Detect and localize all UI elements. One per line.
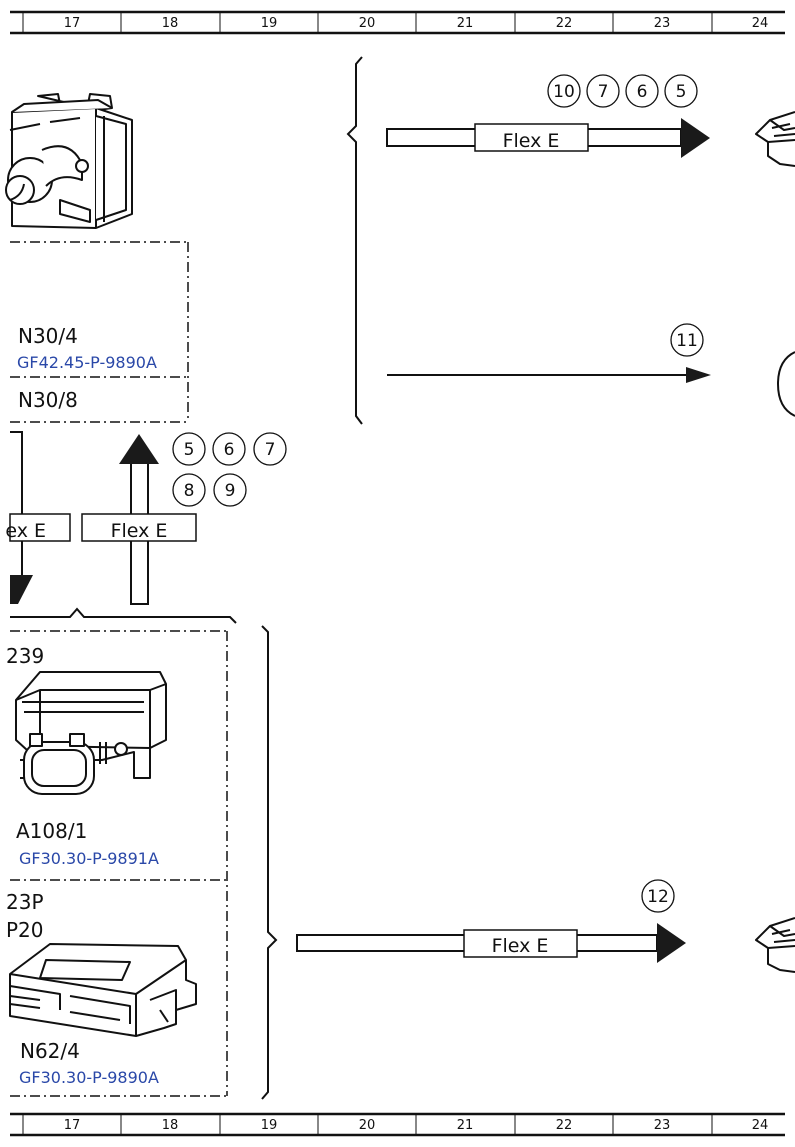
- component-code-a108-1: A108/1: [16, 819, 87, 843]
- marker-12: 12: [647, 887, 669, 907]
- flex-e-connection-bottom: Flex E: [296, 923, 686, 963]
- ruler-col-22-bottom: 22: [556, 1118, 573, 1133]
- flex-e-label-bottom: Flex E: [492, 935, 549, 957]
- lower-module-box: [10, 630, 228, 1097]
- device-partial-mid-right: [776, 351, 795, 417]
- marker-9-left: 9: [225, 481, 236, 501]
- component-code-partial-239: 239: [6, 644, 44, 668]
- marker-8-left: 8: [184, 481, 195, 501]
- flex-e-label-partial: ex E: [5, 520, 46, 542]
- marker-circle-12: [641, 879, 675, 913]
- marker-10: 10: [553, 82, 575, 102]
- ruler-col-18: 18: [162, 16, 179, 31]
- ruler-col-23: 23: [654, 16, 671, 31]
- thin-connection-11: [387, 367, 711, 383]
- ruler-col-17: 17: [64, 16, 81, 31]
- flex-e-connection-up: Flex E: [81, 434, 197, 605]
- ruler-col-23-bottom: 23: [654, 1118, 671, 1133]
- component-code-n30-4: N30/4: [18, 324, 78, 348]
- ruler-col-19: 19: [261, 16, 278, 31]
- device-partial-top-right: [755, 111, 795, 167]
- ruler-col-20: 20: [359, 16, 376, 31]
- component-ref-n30-4[interactable]: GF42.45-P-9890A: [17, 353, 157, 372]
- n30-module-box: [10, 241, 189, 423]
- flex-e-connection-down: ex E: [5, 431, 71, 604]
- component-ref-a108-1[interactable]: GF30.30-P-9891A: [19, 849, 159, 868]
- top-right-brace: [346, 56, 363, 425]
- n62-4-illustration: [9, 943, 197, 1037]
- marker-5-left: 5: [184, 440, 195, 460]
- component-ref-n62-4[interactable]: GF30.30-P-9890A: [19, 1068, 159, 1087]
- ruler-col-22: 22: [556, 16, 573, 31]
- ruler-col-20-bottom: 20: [359, 1118, 376, 1133]
- marker-7-left: 7: [265, 440, 276, 460]
- marker-7: 7: [598, 82, 609, 102]
- top-ruler: 17 18 19 20 21 22 23 24: [10, 10, 785, 35]
- device-partial-bottom-right: [755, 917, 795, 973]
- flex-e-label-top: Flex E: [503, 130, 560, 152]
- marker-group-left: 5 6 7 8 9: [172, 432, 287, 507]
- ruler-col-17-bottom: 17: [64, 1118, 81, 1133]
- component-code-partial-23p: 23P: [6, 890, 44, 914]
- ruler-col-21: 21: [457, 16, 474, 31]
- component-code-n62-4: N62/4: [20, 1039, 80, 1063]
- marker-5: 5: [676, 82, 687, 102]
- marker-group-top: 10 7 6 5: [547, 74, 698, 108]
- a108-1-illustration: [15, 671, 167, 795]
- marker-circle-11: [670, 323, 704, 357]
- lower-right-brace: [261, 625, 278, 1100]
- ruler-col-24-bottom: 24: [752, 1118, 769, 1133]
- marker-6: 6: [637, 82, 648, 102]
- ruler-col-18-bottom: 18: [162, 1118, 179, 1133]
- bottom-ruler: 17 18 19 20 21 22 23 24: [10, 1112, 785, 1137]
- marker-11: 11: [676, 331, 698, 351]
- lower-group-top-brace: [10, 607, 237, 624]
- ruler-col-21-bottom: 21: [457, 1118, 474, 1133]
- flex-e-label-up: Flex E: [111, 520, 168, 542]
- marker-6-left: 6: [224, 440, 235, 460]
- module-illustration-top: [5, 93, 133, 229]
- component-code-n30-8: N30/8: [18, 388, 78, 412]
- ruler-col-19-bottom: 19: [261, 1118, 278, 1133]
- flex-e-connection-top: Flex E: [386, 118, 710, 158]
- component-code-partial-p20: P20: [6, 918, 44, 942]
- ruler-col-24: 24: [752, 16, 769, 31]
